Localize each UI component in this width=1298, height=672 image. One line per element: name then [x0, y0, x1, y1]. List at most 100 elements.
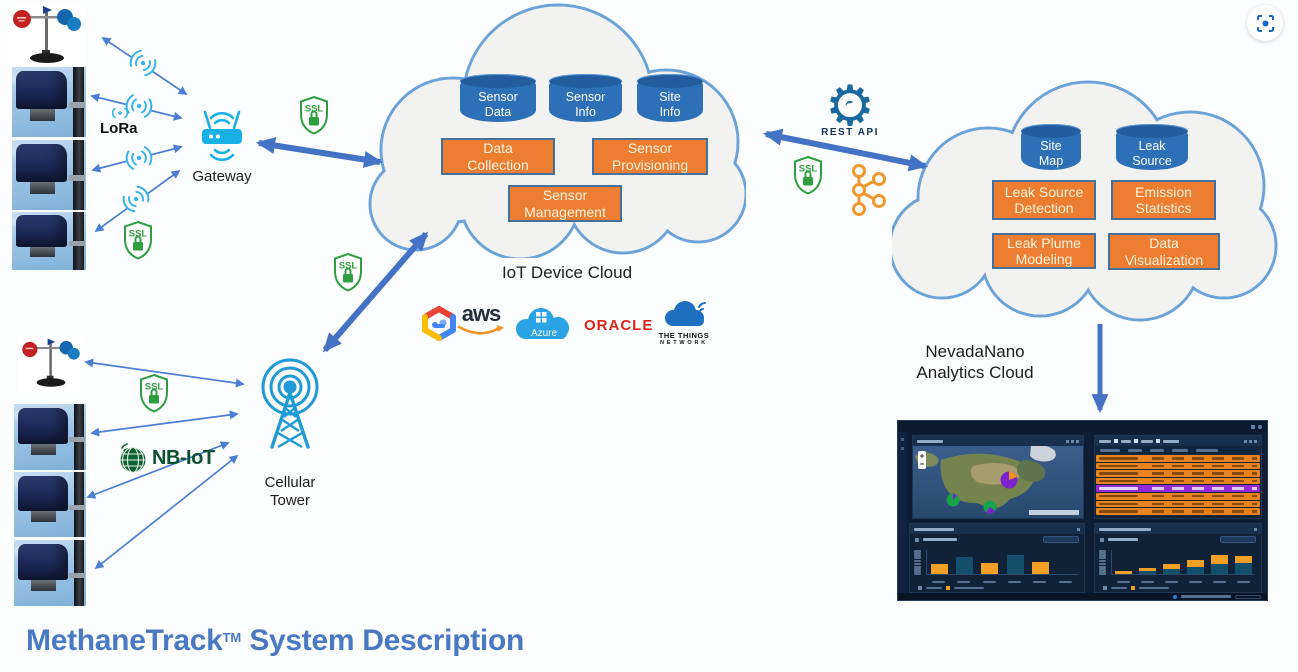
db-label: Map: [1038, 153, 1064, 168]
service-label: Modeling: [1015, 251, 1073, 267]
db-label: Sensor: [478, 89, 518, 104]
aws-logo-text: aws: [461, 301, 502, 326]
service-label: Visualization: [1124, 251, 1204, 268]
db-label: Site: [1040, 138, 1062, 153]
db-label: Sensor: [565, 89, 606, 104]
db-label: Site: [659, 89, 681, 104]
ssl-badge-icon: SSL: [140, 373, 168, 413]
title-trademark: TM: [222, 630, 242, 645]
kafka-icon: [852, 164, 886, 216]
sensor-device-photo: [14, 404, 86, 470]
chart-range-dropdown: [1220, 536, 1256, 543]
db-label: Leak: [1138, 138, 1166, 153]
ssl-label: SSL: [129, 229, 148, 240]
nb-iot-globe-icon: [120, 443, 146, 474]
cellular-tower-label: Cellular Tower: [252, 474, 328, 510]
sensor-device-photo: [12, 212, 86, 270]
weather-station-drawing: [13, 6, 81, 63]
db-leak-source: Leak Source: [1116, 124, 1188, 170]
sensor-device-photo: [12, 140, 86, 210]
dashboard-table-panel: [1094, 435, 1262, 519]
lora-icon: [112, 107, 128, 119]
ssl-badge-icon: SSL: [124, 220, 152, 260]
dashboard-emissions-chart-left: [909, 523, 1085, 593]
db-label: Info: [575, 104, 596, 119]
service-label: Data: [1149, 235, 1179, 252]
bar-chart: [1111, 550, 1255, 575]
things-network-cloud-icon: [665, 301, 706, 326]
gear-icon: ⚙: [824, 74, 876, 137]
things-network-text: NETWORK: [659, 340, 708, 346]
db-sensor-data: Sensor Data: [460, 74, 536, 122]
ssl-label: SSL: [145, 382, 164, 393]
google-cloud-logo: [422, 306, 456, 341]
table-row: [1096, 455, 1260, 462]
analytics-cloud-label-line: NevadaNano: [925, 342, 1025, 361]
bar-chart: [926, 550, 1078, 575]
weather-station-photo: [8, 4, 86, 66]
db-label: Source: [1132, 153, 1172, 168]
ssl-label: SSL: [799, 164, 818, 175]
service-leak-source-detection: Leak Source Detection: [992, 180, 1096, 220]
dashboard-topbar: [898, 421, 1267, 432]
gateway-label: Gateway: [192, 168, 252, 185]
service-label: Provisioning: [611, 156, 689, 173]
ssl-badge-icon: SSL: [334, 252, 362, 292]
lora-label: LoRa: [100, 120, 138, 137]
table-row: [1096, 470, 1260, 477]
service-sensor-provisioning: Sensor Provisioning: [592, 138, 708, 175]
title-brand: MethaneTrack: [26, 624, 223, 657]
table-row: [1096, 508, 1260, 515]
sensor-device-photo: [14, 472, 86, 537]
ssl-label: SSL: [305, 104, 324, 115]
dashboard-status-bar: [898, 593, 1267, 600]
ssl-label: SSL: [339, 261, 358, 272]
dashboard-map-panel: [912, 435, 1084, 519]
sensor-device-photo: [14, 540, 86, 606]
dashboard-left-rail: [898, 432, 907, 593]
oracle-logo: ORACLE: [584, 317, 654, 334]
service-label: Sensor: [627, 140, 673, 157]
service-emission-statistics: Emission Statistics: [1111, 180, 1216, 220]
service-label: Sensor: [542, 187, 588, 204]
service-label: Emission: [1135, 183, 1192, 200]
aws-smile-icon: [457, 324, 504, 335]
db-site-info: Site Info: [637, 74, 703, 122]
azure-logo: Azure: [516, 308, 569, 339]
gateway-icon: [202, 110, 242, 162]
cellular-tower-label-line: Cellular: [264, 474, 316, 491]
db-sensor-info: Sensor Info: [549, 74, 622, 122]
table-row: [1096, 492, 1260, 500]
service-label: Statistics: [1135, 200, 1192, 216]
ssl-badge-icon: SSL: [794, 155, 822, 195]
weather-station-photo: [18, 333, 84, 393]
db-label: Info: [659, 104, 681, 119]
table-row: [1096, 500, 1260, 508]
service-label: Detection: [1014, 200, 1074, 216]
table-row: [1096, 477, 1260, 485]
analytics-cloud-label-line: Analytics Cloud: [916, 363, 1034, 383]
table-row: [1096, 462, 1260, 470]
db-label: Data: [484, 104, 512, 119]
service-data-visualization: Data Visualization: [1108, 233, 1220, 270]
table-rows: [1095, 455, 1261, 515]
sensor-device-photo: [12, 67, 86, 137]
cellular-tower-icon: [261, 358, 319, 449]
aws-logo: aws: [456, 301, 506, 342]
nb-iot-logo: NB-IoT: [116, 442, 215, 474]
rest-api-label: REST API: [821, 127, 879, 138]
title-rest: System Description: [249, 624, 525, 657]
azure-logo-text: Azure: [531, 328, 558, 339]
service-label: Management: [524, 203, 606, 220]
service-label: Leak Source: [1004, 183, 1084, 200]
analytics-dashboard-screenshot: [897, 420, 1268, 601]
things-network-logo: THE THINGS NETWORK: [656, 300, 712, 346]
things-network-text: THE THINGS: [658, 331, 710, 340]
screenshot-capture-button[interactable]: [1247, 5, 1283, 41]
chart-range-dropdown: [1043, 536, 1079, 543]
dashboard-emissions-chart-right: [1094, 523, 1262, 593]
dashboard-map: [913, 445, 1083, 518]
service-label: Data: [483, 140, 513, 157]
